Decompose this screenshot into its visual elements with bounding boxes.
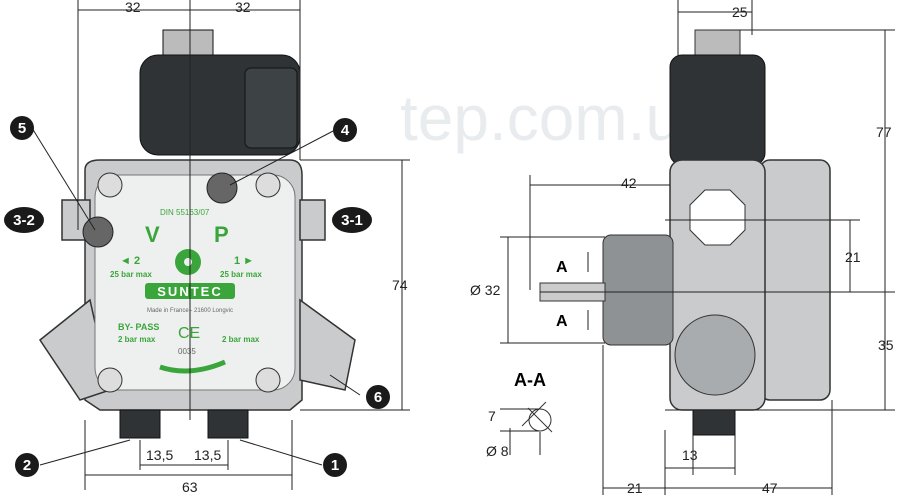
- filter-right: [299, 298, 356, 391]
- front-view: DIN 55163/07 V P ◄ 2 25 bar max 1 ► 25 b…: [4, 0, 410, 495]
- section-marker-bottom: A: [556, 313, 568, 330]
- callout-leaders: [31, 127, 361, 466]
- callout-4: 4: [333, 118, 357, 142]
- screws: [82, 172, 281, 393]
- side-cover: [759, 159, 831, 401]
- plate-v: V: [145, 222, 160, 247]
- dim-13-5-right: 13,5: [194, 447, 221, 463]
- solenoid-nut: [162, 29, 214, 56]
- dim-shaft-diameter: Ø 32: [470, 282, 501, 298]
- dim-13: 13: [682, 447, 698, 463]
- port-2-plug: [119, 409, 161, 439]
- dim-63: 63: [182, 479, 198, 495]
- side-dimension-lines: [500, 0, 895, 495]
- plate-port1-rating: 25 bar max: [220, 270, 262, 279]
- callout-6: 6: [366, 385, 390, 409]
- label-plate: [94, 174, 296, 391]
- suntec-logo-icon: [175, 249, 201, 275]
- port-1-plug: [207, 409, 249, 439]
- plate-ce-number: 0035: [178, 347, 196, 356]
- svg-text:1: 1: [331, 457, 339, 474]
- dim-21-bottom: 21: [627, 480, 643, 495]
- side-boss: [674, 314, 756, 396]
- dim-21-port: 21: [845, 249, 861, 265]
- plate-bypass: BY- PASS: [118, 322, 159, 332]
- svg-text:3-2: 3-2: [13, 212, 35, 229]
- svg-text:2: 2: [23, 457, 31, 474]
- plate-port2: ◄ 2: [120, 255, 140, 267]
- svg-text:4: 4: [341, 122, 350, 139]
- port-3-1: [299, 199, 326, 241]
- section-title: A-A: [514, 370, 546, 390]
- front-dimension-lines: [77, 0, 410, 490]
- dim-42: 42: [621, 175, 637, 191]
- plate-port2-rating: 25 bar max: [110, 270, 152, 279]
- svg-text:6: 6: [374, 389, 382, 406]
- plate-ce: CE: [178, 325, 200, 342]
- svg-text:3-1: 3-1: [341, 212, 363, 229]
- side-port: [689, 189, 746, 246]
- dim-77: 77: [876, 124, 892, 140]
- callout-3-1: 3-1: [332, 207, 372, 233]
- dim-13-5-left: 13,5: [146, 447, 173, 463]
- dim-32-right: 32: [235, 0, 251, 15]
- side-solenoid-coil: [669, 54, 766, 166]
- plate-port1: 1 ►: [234, 255, 254, 267]
- dim-7: 7: [488, 408, 496, 424]
- watermark: tep.com.ua: [400, 82, 717, 154]
- section-marker-top: A: [556, 259, 568, 276]
- dim-74: 74: [392, 277, 408, 293]
- callout-1: 1: [323, 453, 347, 477]
- section-a-a-shaft: [500, 401, 553, 455]
- dim-25: 25: [732, 4, 748, 20]
- svg-text:5: 5: [18, 120, 26, 137]
- side-view: 25 77 42 21 Ø 32 35 13 21 47 A A A-A 7 Ø…: [470, 0, 895, 495]
- rotation-arrow-icon: [159, 359, 226, 374]
- dim-35: 35: [878, 337, 894, 353]
- hub: [602, 234, 674, 346]
- plate-right-rating: 2 bar max: [222, 335, 260, 344]
- callout-5: 5: [10, 116, 34, 140]
- connector: [244, 67, 298, 149]
- dim-diameter-8: Ø 8: [486, 443, 509, 459]
- plate-bypass-rating: 2 bar max: [118, 335, 156, 344]
- side-solenoid-nut: [694, 29, 741, 56]
- callout-2: 2: [15, 453, 39, 477]
- plate-standard: DIN 55163/07: [160, 208, 210, 217]
- dim-32-left: 32: [125, 0, 141, 15]
- callout-3-2: 3-2: [4, 207, 44, 233]
- dim-47: 47: [762, 480, 778, 495]
- plate-p: P: [214, 222, 229, 247]
- side-plug: [692, 409, 736, 436]
- plate-brand: SUNTEC: [157, 284, 222, 299]
